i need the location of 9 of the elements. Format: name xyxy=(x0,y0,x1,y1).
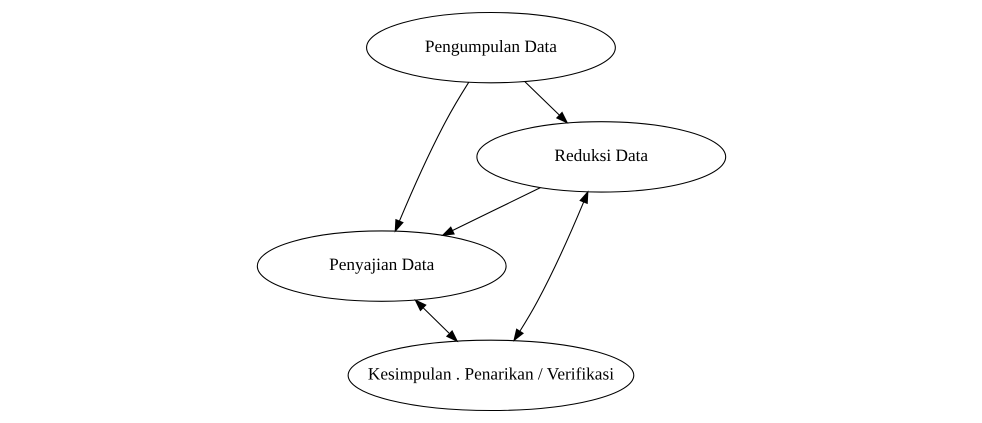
node-ellipse: Penyajian Data xyxy=(256,230,506,302)
node-ellipse: Reduksi Data xyxy=(476,121,726,193)
node-ellipse: Pengumpulan Data xyxy=(366,12,616,84)
arrow xyxy=(440,187,540,236)
arrow xyxy=(414,299,458,342)
arrow xyxy=(394,82,469,233)
arrow xyxy=(524,81,568,124)
arrow xyxy=(512,190,588,342)
node-ellipse: Kesimpulan . Penarikan / Verifikasi xyxy=(347,340,634,412)
